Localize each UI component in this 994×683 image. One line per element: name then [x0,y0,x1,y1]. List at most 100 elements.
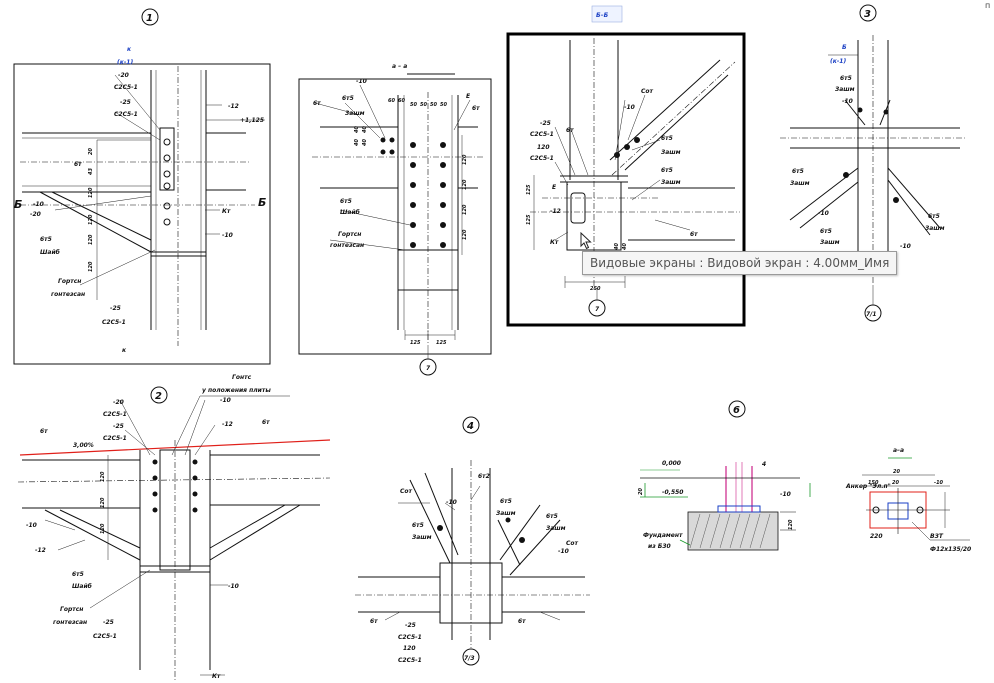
view-1-label: 6т [74,161,82,168]
view-3-label: Зашм [820,239,840,246]
view-4[interactable]: 4 7/3 6т2 Сот -10 6т5 Зашм 6т5 За [355,416,590,666]
view-1-label: гонтезсан [51,291,85,298]
view-1-label: Б [258,196,266,209]
view-4-label: -25 [405,622,416,629]
view-bb-label: Е [552,184,557,191]
view-6-number: 6 [733,405,740,416]
view-1-number-circle [141,8,159,26]
view-aa-dim: 40 [354,139,360,146]
view-4-label: С2С5-1 [398,657,422,664]
view-3-label: Зашм [925,225,945,232]
view-bb-dim: 125 [526,214,532,225]
view-bb-viewport-frame-active[interactable] [506,32,746,327]
view-6-dim: 120 [788,519,794,530]
view-1[interactable]: 1 к (к-1) [13,8,271,365]
view-2-label: -10 [26,522,37,529]
view-3-section-sub: (к-1) [830,58,846,65]
view-4-label: Зашм [546,525,566,532]
view-1-label: -25 [110,305,121,312]
view-aa-dim: 120 [462,179,468,190]
view-2-label: -12 [35,547,46,554]
view-3-label: Зашм [790,180,810,187]
view-4-label: -10 [446,499,457,506]
view-bb-label: Кт [550,239,559,246]
view-1-dim: 120 [88,261,94,272]
view-bb-label: Зашм [661,149,681,156]
view-3-label: Зашм [835,86,855,93]
view-1-section-label: к [127,46,132,53]
view-4-label: 6т [370,618,378,625]
view-4-number-circle [462,416,480,434]
view-bb-label: С2С5-1 [530,131,554,138]
view-aa-dim: 60 [388,98,395,104]
view-2-label: Кт [212,673,221,680]
view-1-label: к [122,347,127,354]
view-1-label: Б [14,198,22,211]
view-1-label: С2С5-1 [102,319,126,326]
view-aa-dim: 50 [410,102,417,108]
view-1-dim: 20 [88,148,94,155]
view-aa-dim: 50 [420,102,427,108]
view-aa-number: 7 [426,365,431,372]
view-bb-dim: 40 [614,243,620,250]
view-6-number-circle [728,400,746,418]
view-aa-dim: 120 [462,154,468,165]
view-3-number: 3 [864,9,871,20]
view-aa-label: 6т5 [340,198,352,205]
view-aa-dim: 50 [440,102,447,108]
view-1-label: Кт [222,208,231,215]
view-bb-label: 6т [566,127,574,134]
view-1-label: Шайб [40,249,60,256]
view-6-label: 150 [868,480,879,486]
view-1-label: +1,125 [240,117,264,124]
view-1-label: -25 [120,99,131,106]
view-2-label: Гонтс [232,374,252,381]
view-bb-label: -10 [624,104,635,111]
view-2-dim: 120 [100,523,106,534]
view-bb[interactable]: Б–Б [506,5,746,327]
view-aa-dim: 60 [398,98,405,104]
view-3-label: 6т5 [928,213,940,220]
view-6-label: 20 [892,480,899,486]
view-1-label: -20 [30,211,41,218]
view-aa-dim: 40 [362,126,368,133]
view-2-label: 3,00% [73,442,94,449]
view-bb-dim: 40 [622,243,628,250]
view-6-label: из Б30 [648,543,671,550]
view-3-label: -10 [818,210,829,217]
view-bb-label: Зашм [661,179,681,186]
view-6-label: 4 [762,461,766,468]
view-6-label: -10 [780,491,791,498]
view-1-label: -10 [33,201,44,208]
view-1-label: Гортсн [58,278,81,285]
view-4-label: 6т5 [412,522,424,529]
view-aa-dim: 40 [362,139,368,146]
view-aa-label: гонтезсан [330,242,364,249]
view-aa-label: 6т [313,100,321,107]
view-1-section-sub: (к-1) [117,59,133,66]
view-2-dim: 120 [100,471,106,482]
view-3[interactable]: 3 Б (к-1) 7/1 6т5 Зашм -10 6т5 Зашм -10 … [780,4,965,322]
view-bb-label: 6т5 [661,135,673,142]
view-4-label: С2С5-1 [398,634,422,641]
view-1-dim: 120 [88,187,94,198]
mouse-cursor-icon [580,232,592,250]
view-6-label: 20 [893,469,900,475]
view-aa-label: Гортсн [338,231,361,238]
view-6-label: Ф12х135/20 [930,546,971,553]
view-2-number: 2 [155,391,162,402]
view-3-label: 6т5 [840,75,852,82]
view-bb-label: 120 [537,144,550,151]
view-4-label: 6т2 [478,473,490,480]
view-bb-label: С2С5-1 [530,155,554,162]
view-2[interactable]: 2 [17,374,331,680]
view-4-label: 6т5 [500,498,512,505]
view-3-number-circle [859,4,877,22]
view-bb-label: -25 [540,120,551,127]
view-aa-label: -10 [356,78,367,85]
view-aa[interactable]: а – а [298,63,492,376]
view-4-label: 6т [518,618,526,625]
view-3-sub-number: 7/1 [866,311,877,318]
view-6[interactable]: 6 0,000 -0,550 -10 Фундамент из Б30 4 12… [638,400,971,553]
